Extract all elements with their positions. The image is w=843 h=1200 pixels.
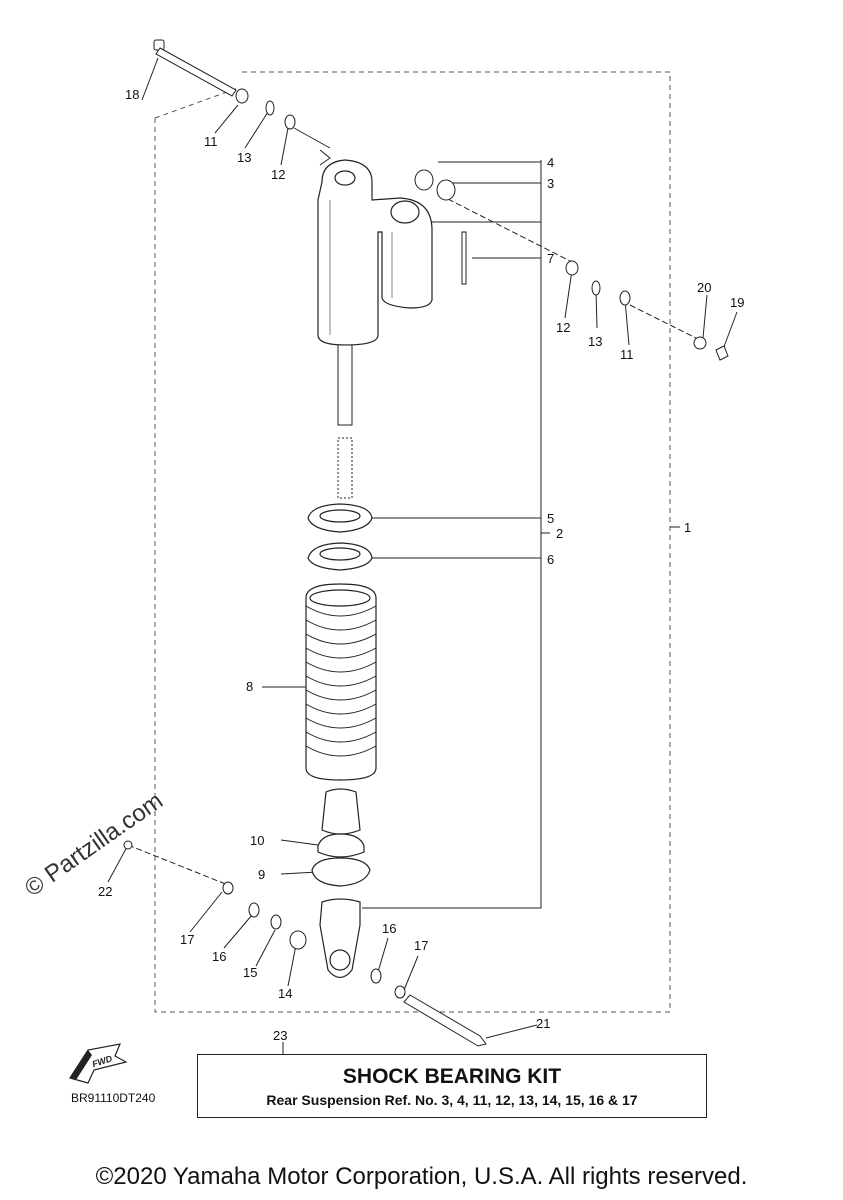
callout-11-right: 11 — [620, 347, 634, 362]
callout-12-top: 12 — [271, 167, 285, 182]
callout-15: 15 — [243, 965, 257, 980]
bracket-ref-2 — [362, 160, 542, 909]
callout-12-right: 12 — [556, 320, 570, 335]
bump-stop — [321, 788, 361, 835]
callout-6: 6 — [547, 552, 554, 567]
callout-5: 5 — [547, 511, 554, 526]
callout-3: 3 — [547, 176, 554, 191]
callout-4: 4 — [547, 155, 554, 170]
callout-7: 7 — [547, 251, 554, 266]
bushing-3 — [436, 179, 456, 201]
callout-18: 18 — [125, 87, 139, 102]
bushing-16-left — [248, 902, 260, 918]
callout-9: 9 — [258, 867, 265, 882]
bushing-4 — [414, 169, 434, 191]
callout-16-left: 16 — [212, 949, 226, 964]
fwd-arrow-icon: FWD — [69, 1043, 128, 1084]
bolt-axis-dashed — [154, 87, 239, 119]
collar-12-top — [284, 114, 296, 130]
callout-17-right: 17 — [414, 938, 428, 953]
lock-ring-10 — [317, 833, 365, 858]
shock-bearing-kit-box: SHOCK BEARING KIT Rear Suspension Ref. N… — [197, 1054, 707, 1118]
nut-19 — [715, 345, 729, 361]
coil-spring-8 — [305, 583, 377, 781]
washer-20 — [693, 336, 707, 350]
callout-1: 1 — [684, 520, 691, 535]
callout-13-right: 13 — [588, 334, 602, 349]
washer-17-left — [222, 881, 234, 895]
bolt-18 — [153, 39, 237, 97]
callout-23: 23 — [273, 1028, 287, 1043]
shock-body — [317, 159, 433, 346]
washer-11-right — [619, 290, 631, 306]
callout-21: 21 — [536, 1016, 550, 1031]
collar-14 — [289, 930, 307, 950]
diagram-code: BR91110DT240 — [71, 1091, 156, 1105]
callout-20: 20 — [697, 280, 711, 295]
bolt-21 — [403, 994, 487, 1047]
collar-12-right — [565, 260, 579, 276]
callout-14: 14 — [278, 986, 292, 1001]
washer-17-right — [394, 985, 406, 999]
bushing-16-right — [370, 968, 382, 984]
washer-11-top — [235, 88, 249, 104]
callout-2: 2 — [556, 526, 563, 541]
callout-17-left: 17 — [180, 932, 194, 947]
callout-13-top: 13 — [237, 150, 251, 165]
bearing-13-top — [265, 100, 275, 116]
kit-title: SHOCK BEARING KIT — [342, 1065, 562, 1088]
assembly-boundary-dashed — [154, 71, 671, 1013]
reservoir-cap-7 — [461, 231, 467, 285]
callout-16-right: 16 — [382, 921, 396, 936]
piston-rod — [337, 344, 353, 499]
callout-22: 22 — [98, 884, 112, 899]
spring-guide-9 — [311, 857, 371, 887]
bearing-15 — [270, 914, 282, 930]
callout-10: 10 — [250, 833, 264, 848]
nut-22 — [123, 840, 133, 850]
copyright-notice: ©2020 Yamaha Motor Corporation, U.S.A. A… — [95, 1163, 748, 1190]
kit-description: Rear Suspension Ref. No. 3, 4, 11, 12, 1… — [266, 1092, 638, 1108]
callout-19: 19 — [730, 295, 744, 310]
callout-11-top: 11 — [204, 134, 218, 149]
bearing-13-right — [591, 280, 601, 296]
callout-8: 8 — [246, 679, 253, 694]
